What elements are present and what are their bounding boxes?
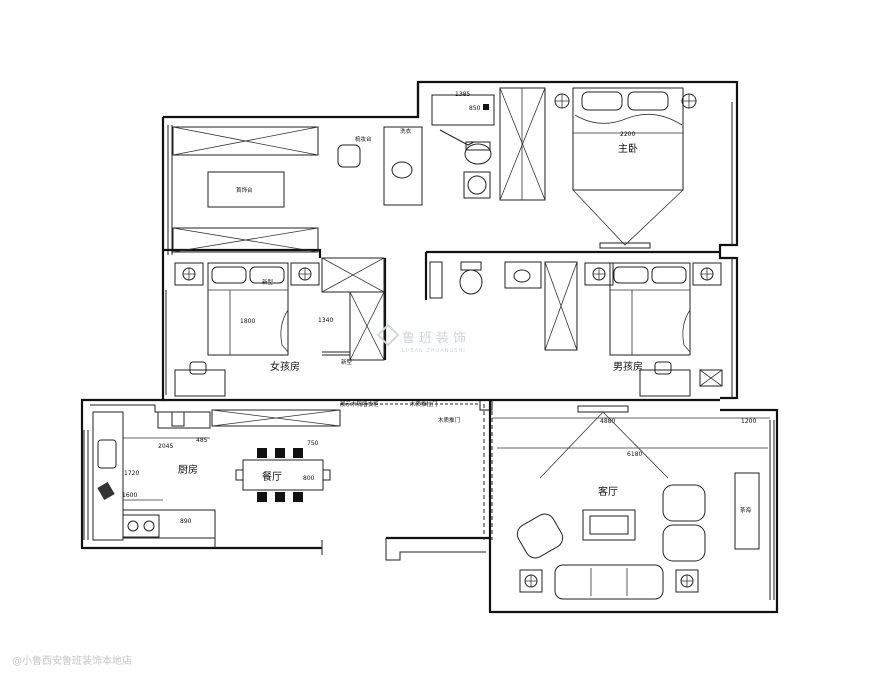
dim-2045: 2045 [158,443,173,450]
armchair-icon [662,484,706,522]
cabinet-label-3: 木质推门 [438,416,460,424]
bed-tag: 新型 [262,278,274,286]
closet [349,291,385,361]
dim-750: 750 [307,440,319,447]
dim-1200: 1200 [741,418,756,425]
desk [639,369,691,397]
watermark-sub: LUBAN ZHUANGSHI [402,348,466,354]
shelf [429,261,443,299]
double-bed [572,87,684,191]
watermark-brand: 鲁班装饰 [402,331,470,346]
room-label-kitchen: 厨房 [178,463,198,476]
chair-icon [189,361,207,375]
chair-icon [275,492,285,502]
room-label-girls-room: 女孩房 [270,360,300,373]
chair-icon [275,448,285,458]
bed [207,262,289,356]
chair-icon [654,361,672,375]
dim-1800: 1800 [240,318,255,325]
coffee-table [582,509,636,541]
master-bedroom: 2200 主卧 [499,87,697,249]
washing-machine-icon [463,171,491,199]
nightstand [692,262,722,286]
jewelry-table-label: 首饰台 [236,186,253,194]
chair-icon [293,448,303,458]
side-table [675,569,699,593]
door-swing [439,129,475,146]
dim-485: 485 [196,437,208,444]
dim-800: 800 [303,475,315,482]
sink-icon [391,161,413,179]
sofa-icon [554,564,664,600]
cabinet-label-1: 展示木隔墙衣柜 [340,400,379,408]
armchair-icon [662,524,706,562]
corridor: 展示木隔墙衣柜 木质推拉门 木质推门 [211,399,493,540]
bed [609,262,691,356]
brand-logo-icon [376,323,400,347]
dim-1600: 1600 [122,492,137,499]
dim-2200: 2200 [620,131,635,138]
room-label-living-room: 客厅 [598,485,618,498]
wardrobe-cabinet [172,227,319,253]
girls-room: 新型 1800 1340 新型 女孩房 [174,257,385,397]
laundry-label: 洗衣 [400,127,412,135]
tv-unit [599,242,651,249]
sink-icon [513,269,531,283]
toilet-icon [464,143,492,165]
chair-icon [257,492,267,502]
dressing-table-label: 梳妆台 [355,135,372,143]
chair-icon [257,448,267,458]
tea-table [734,472,760,550]
wardrobe [499,87,546,201]
vanity-counter [383,126,423,206]
toilet-icon [459,269,483,295]
cabinet [699,369,723,387]
dressing-area: 首饰台 梳妆台 [172,126,372,253]
dim-1720: 1720 [124,470,139,477]
nightstand [174,262,204,286]
chair-icon [293,492,303,502]
dim-890: 890 [180,518,192,525]
outer-walls [80,80,779,614]
stove-icon [122,514,160,538]
boys-room: 男孩房 [584,262,723,397]
dining-area: 750 800 餐厅 [235,440,331,502]
room-label-dining-room: 餐厅 [262,470,282,483]
storage-cabinet [172,126,319,156]
counter-left [92,411,124,541]
room-label-boys-room: 男孩房 [613,360,643,373]
dim-1340: 1340 [318,317,333,324]
living-room: 4880 1200 6180 客厅 茶海 [492,405,770,600]
appliance-icon [97,481,115,501]
room-label-master-bedroom: 主卧 [618,142,638,155]
shower [544,261,578,351]
dim-1385: 1385 [455,91,470,98]
watermark: 鲁班装饰 LUBAN ZHUANGSHI [376,323,470,354]
dim-6180: 6180 [627,451,642,458]
side-table [519,569,543,593]
footer-credit: @小鲁西安鲁班装饰本地店 [12,654,132,667]
tv-unit [577,405,629,413]
door-tag: 新型 [341,358,353,366]
sink-counter [504,261,542,289]
nightstand [290,262,320,286]
cabinet-label-2: 木质推拉门 [410,400,438,408]
sink-icon [97,439,117,469]
partition-cabinet [211,409,341,427]
dim-850: 850 [469,105,481,112]
vent-icon [483,104,489,110]
dressing-chair [337,144,361,168]
desk [174,369,226,397]
shared-bathroom [429,261,578,351]
counter-bottom [122,509,216,539]
master-bathroom: 1385 850 洗衣 [383,91,495,206]
dim-4880: 4880 [600,418,615,425]
nightstand [584,262,614,286]
lounge-chair-icon [516,513,564,559]
tea-table-label: 茶海 [740,506,752,514]
jewelry-table [207,171,285,208]
kitchen: 2045 485 1720 1600 890 厨房 [92,411,216,541]
